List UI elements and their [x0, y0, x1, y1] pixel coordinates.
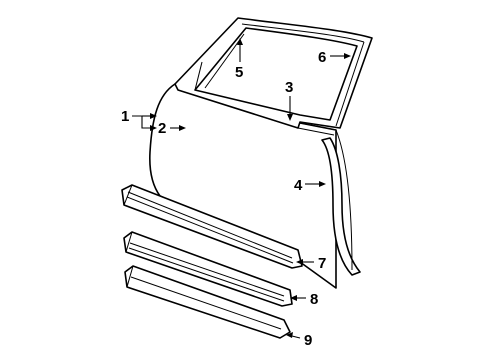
callout-8-leader — [290, 295, 306, 301]
body-side-molding-9 — [124, 265, 291, 339]
callout-4: 4 — [294, 177, 303, 194]
callout-6: 6 — [318, 49, 326, 66]
body-side-molding-8 — [123, 231, 293, 307]
callout-6-leader — [330, 53, 351, 59]
callout-4-leader — [305, 181, 326, 187]
callout-8: 8 — [310, 291, 318, 308]
weatherstrip-6 — [241, 23, 365, 127]
callout-3: 3 — [285, 79, 293, 96]
callout-2: 2 — [158, 120, 166, 137]
body-side-molding-7 — [121, 184, 303, 269]
callout-7-leader — [296, 259, 314, 265]
callout-7: 7 — [318, 255, 326, 272]
rear-edge-seal-4 — [321, 129, 361, 276]
callout-1-leader — [132, 113, 157, 131]
callout-3-leader — [287, 96, 293, 121]
callout-9: 9 — [304, 332, 312, 349]
window-frame — [174, 17, 373, 129]
callout-2-leader — [170, 125, 186, 131]
callout-1: 1 — [121, 108, 129, 125]
callout-5-leader — [237, 38, 243, 62]
callout-9-leader — [286, 332, 301, 339]
callout-5: 5 — [235, 64, 243, 81]
